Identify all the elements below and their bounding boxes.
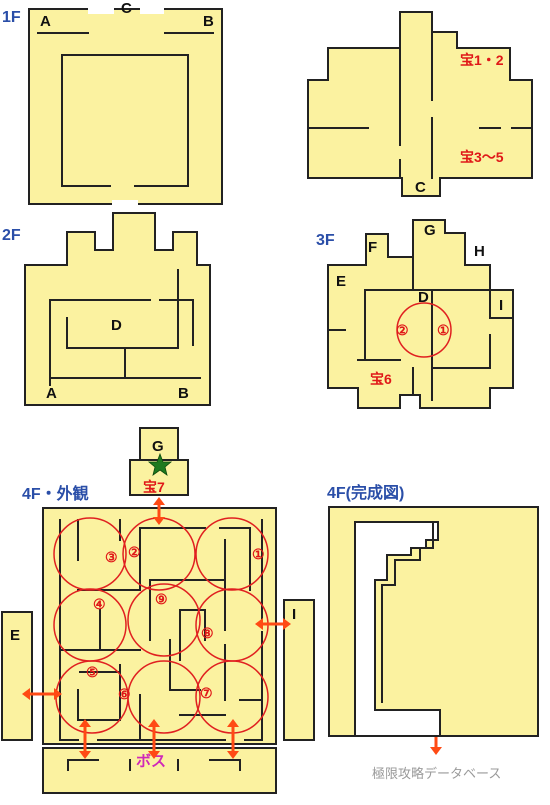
marker-1-4f: ① — [252, 546, 265, 562]
marker-8-4f: ⑧ — [201, 625, 214, 641]
label-a-2f: A — [46, 385, 57, 402]
marker-rings-4f — [53, 517, 269, 734]
treasure-6: 宝6 — [370, 371, 392, 387]
room-4f-goal — [139, 427, 179, 461]
floor-label-2f: 2F — [2, 227, 21, 244]
label-e-3f: E — [336, 273, 346, 290]
floor-4f-exterior — [1, 427, 315, 794]
treasure-1-2: 宝1・2 — [460, 52, 504, 68]
room-1f-west — [28, 8, 223, 205]
room-4f-boss — [42, 747, 277, 794]
marker-4-4f: ④ — [93, 596, 106, 612]
floor-label-3f: 3F — [316, 232, 335, 249]
label-g-4f: G — [152, 438, 164, 455]
label-d-3f: D — [418, 289, 429, 306]
goal-star-icon — [147, 452, 173, 476]
marker-9-4f: ⑨ — [155, 591, 168, 607]
marker-7-4f: ⑦ — [200, 685, 213, 701]
treasure-7: 宝7 — [143, 479, 165, 495]
marker-5-4f: ⑤ — [86, 664, 99, 680]
label-c-1f: C — [121, 0, 132, 17]
marker-1-3f: ① — [437, 322, 450, 338]
treasure-3-5: 宝3～5 — [460, 149, 504, 165]
marker-2-3f: ② — [396, 322, 409, 338]
label-d-2f: D — [111, 317, 122, 334]
label-b-2f: B — [178, 385, 189, 402]
passage-arrows — [22, 497, 442, 759]
marker-6-4f: ⑥ — [118, 686, 131, 702]
label-a-1f: A — [40, 13, 51, 30]
floor-1f-east — [307, 11, 533, 197]
room-4f-main — [42, 507, 277, 745]
label-h-3f: H — [474, 243, 485, 260]
room-1f-east — [307, 11, 533, 197]
marker-ring-3f — [396, 302, 452, 358]
label-g-3f: G — [424, 222, 436, 239]
floor-label-1f: 1F — [2, 9, 21, 26]
floor-2f — [24, 212, 211, 406]
label-f-3f: F — [368, 239, 377, 256]
floor-3f — [327, 219, 514, 409]
label-b-1f: B — [203, 13, 214, 30]
label-i-4f: I — [292, 606, 296, 623]
room-2f — [24, 212, 211, 406]
floor-label-4f-exterior: 4F・外観 — [22, 484, 89, 503]
boss-label: ボス — [136, 753, 166, 770]
floor-1f-west — [28, 4, 223, 208]
source-credit: 極限攻略データベース — [372, 766, 501, 781]
marker-2-4f: ② — [128, 544, 141, 560]
floor-label-4f-complete: 4F(完成図) — [327, 483, 404, 502]
label-e-4f: E — [10, 627, 20, 644]
label-i-3f: I — [499, 297, 503, 314]
room-4f-e — [1, 611, 33, 741]
marker-3-4f: ③ — [105, 549, 118, 565]
floor-4f-complete — [328, 506, 539, 737]
room-3f — [327, 219, 514, 409]
label-c-1f-east: C — [415, 179, 426, 196]
room-4f-i — [283, 599, 315, 741]
